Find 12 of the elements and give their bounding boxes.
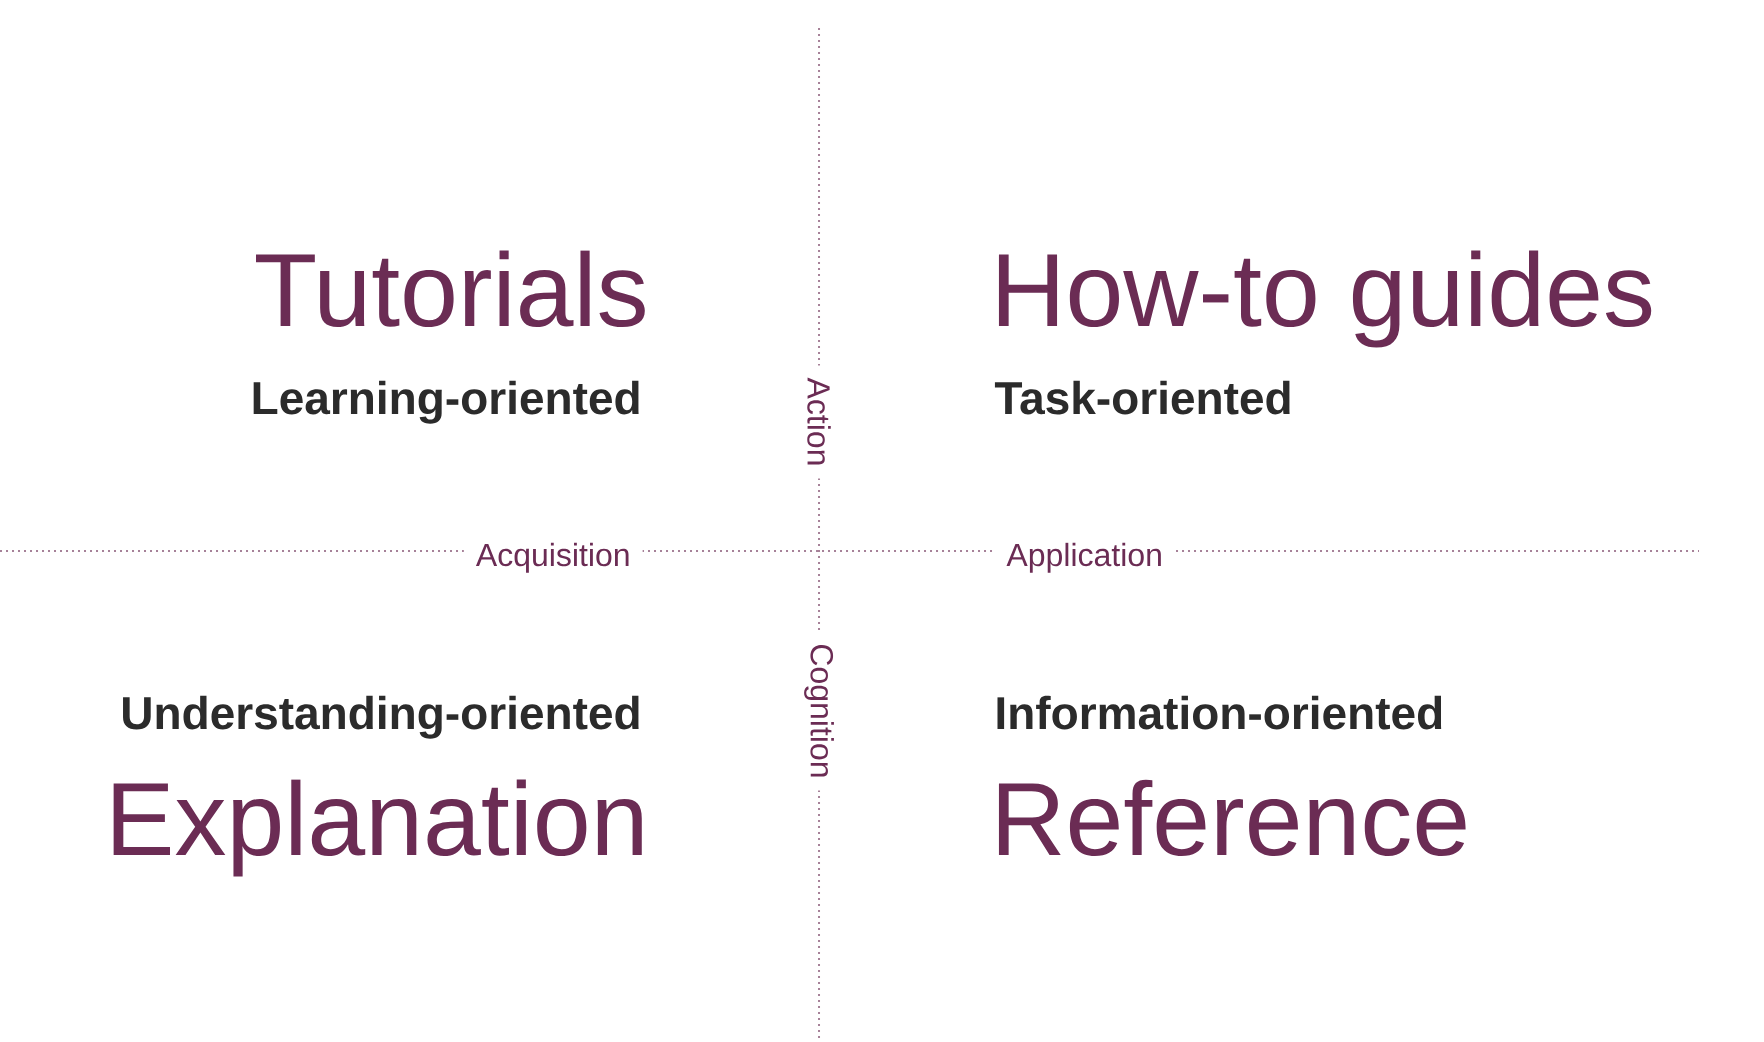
subtitle-text: Learning-oriented <box>253 380 639 424</box>
axis-label: Cognition <box>804 631 834 791</box>
subtitle-text: Task-oriented <box>994 380 1290 415</box>
axis-label: Application <box>994 542 1175 573</box>
title-text: Explanation <box>113 779 642 877</box>
title-text: Reference <box>998 779 1466 856</box>
title-text: How-to guides <box>998 250 1652 348</box>
axis-label: Action <box>807 365 831 479</box>
subtitle-text: Information-oriented <box>997 695 1442 730</box>
axis-label: Acquisition <box>463 542 643 573</box>
subtitle-text: Understanding-oriented <box>123 695 639 739</box>
title-text: Tutorials <box>256 250 645 327</box>
